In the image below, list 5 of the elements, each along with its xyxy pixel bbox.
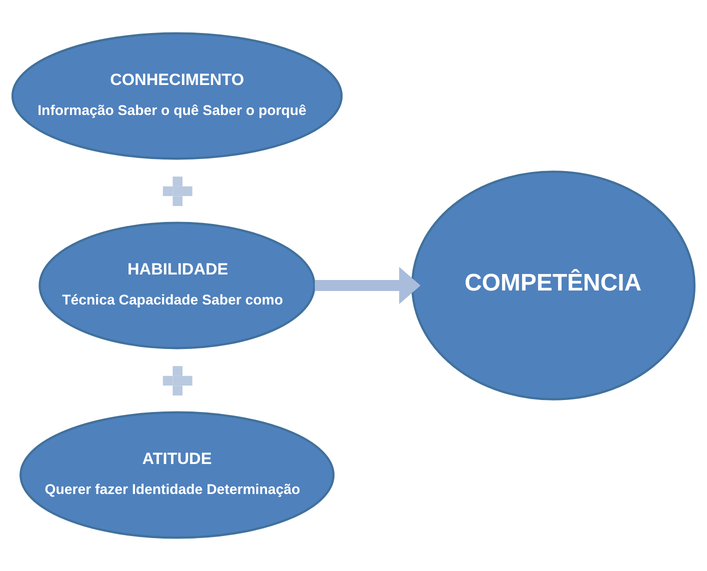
node-ellipse: ATITUDE Querer fazer Identidade Determinação xyxy=(20,411,335,539)
node-ellipse: COMPETÊNCIA xyxy=(411,170,696,400)
arrow xyxy=(314,266,421,304)
node-ellipse: CONHECIMENTO Informação Saber o quê Saber o porquê xyxy=(11,32,343,160)
node-ellipse: HABILIDADE Técnica Capacidade Saber como xyxy=(38,222,316,350)
